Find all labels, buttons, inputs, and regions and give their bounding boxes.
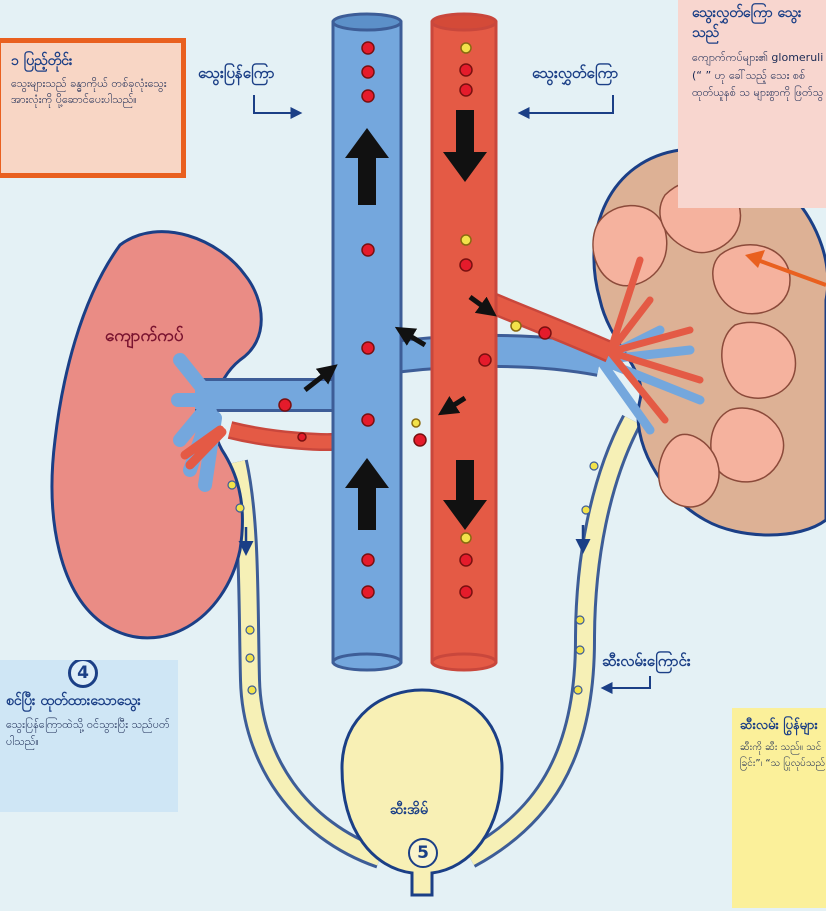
step6-box: ဆီးလမ်း ပြွန်များ ဆီးကို ဆီး သည်။ သင် ခြ… xyxy=(732,708,826,908)
step1-title: ၁ ပြည့်တိုင်း xyxy=(11,51,173,72)
step6-body: ဆီးကို ဆီး သည်။ သင် ခြင်း”၊ “သ ပြုလုပ်သည… xyxy=(740,740,826,772)
artery-pointer xyxy=(520,95,613,113)
step6-title: ဆီးလမ်း ပြွန်များ xyxy=(740,716,826,736)
step-5-badge: 5 xyxy=(408,838,438,868)
step4-body: သွေးပြန်ကြောထဲသို့ ဝင်သွားပြီး သည်ပတ်ပါသ… xyxy=(6,716,170,750)
kidney-label: ကျောက်ကပ် xyxy=(105,325,184,350)
step4-box: 4 စင်ပြီး ထုတ်ထားသောသွေး သွေးပြန်ကြောထဲသ… xyxy=(0,660,178,812)
vein-label: သွေးပြန်ကြော xyxy=(198,64,275,86)
ureter-pointer xyxy=(603,676,650,688)
step2-body: ကျောက်ကပ်များ၏ glomeruli (“ ” ဟု ခေါ်သည့… xyxy=(692,49,824,102)
step4-title: စင်ပြီး ထုတ်ထားသောသွေး xyxy=(6,692,170,712)
vein-pointer xyxy=(254,95,300,113)
ureter-label: ဆီးလမ်းကြောင်း xyxy=(602,652,691,674)
step1-body: သွေးများသည် ခန္ဓာကိုယ် တစ်ခုလုံးသွေးအားလ… xyxy=(11,76,173,108)
step2-title: သွေးလွှတ်ကြော သွေးသည် xyxy=(692,4,824,43)
step2-box: သွေးလွှတ်ကြော သွေးသည် ကျောက်ကပ်များ၏ glo… xyxy=(678,0,826,208)
step1-box: ၁ ပြည့်တိုင်း သွေးများသည် ခန္ဓာကိုယ် တစ်… xyxy=(0,38,186,178)
step4-badge: 4 xyxy=(68,660,98,688)
bladder-label: ဆီးအိမ် xyxy=(390,800,428,821)
artery-label: သွေးလွှတ်ကြော xyxy=(532,64,618,86)
